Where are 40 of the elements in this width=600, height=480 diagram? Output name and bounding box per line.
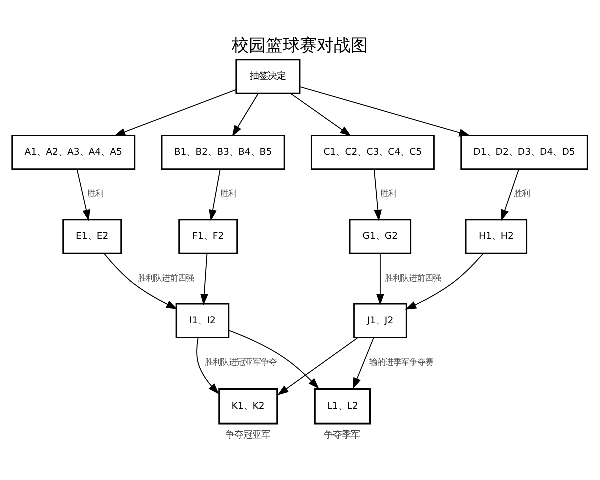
arrow [200, 253, 208, 306]
node-box: F1、F2 [178, 219, 238, 254]
edge-label: 胜利 [88, 188, 104, 199]
arrow [278, 337, 359, 396]
edge-label: 胜利 [380, 188, 396, 199]
arrow [353, 337, 374, 390]
arrow [300, 86, 471, 137]
arrow [232, 93, 259, 137]
node-box: A1、A2、A3、A4、A5 [12, 135, 136, 170]
node-box: 抽签决定 [236, 59, 301, 94]
arrow [376, 253, 384, 306]
node-box: E1、E2 [62, 219, 122, 254]
arrow [501, 169, 520, 222]
arrow [76, 169, 90, 222]
node-box: L1、L2 [314, 388, 372, 425]
node-box: K1、K2 [218, 388, 278, 425]
node-box: D1、D2、D3、D4、D5 [460, 135, 588, 170]
edge-label: 输的进季军争夺赛 [369, 357, 434, 368]
arrow [104, 253, 178, 310]
arrow [114, 89, 237, 136]
edge-label: 胜利 [514, 188, 530, 199]
diagram-title: 校园篮球赛对战图 [232, 34, 368, 55]
node-box: I1、I2 [176, 303, 230, 338]
node-label: 争夺季军 [324, 430, 360, 441]
arrow [196, 338, 220, 395]
node-box: B1、B2、B3、B4、B5 [161, 135, 286, 170]
edge-label: 胜利队进前四强 [138, 272, 194, 283]
node-label: 争夺冠亚军 [226, 430, 271, 441]
node-box: C1、C2、C3、C4、C5 [311, 135, 435, 170]
node-box: G1、G2 [349, 219, 412, 254]
edge-label: 胜利队进冠亚军争夺 [205, 357, 278, 368]
arrow [290, 93, 352, 136]
arrow [405, 253, 484, 310]
arrow [209, 169, 221, 222]
arrow [228, 330, 320, 390]
arrow [374, 169, 382, 222]
node-box: J1、J2 [354, 303, 408, 338]
edge-label: 胜利队进前四强 [385, 272, 442, 283]
edge-label: 胜利 [220, 188, 236, 199]
node-box: H1、H2 [465, 219, 528, 254]
